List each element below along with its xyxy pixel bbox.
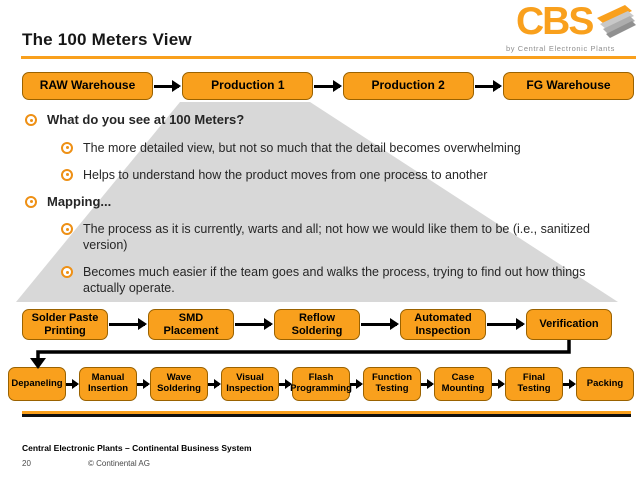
bullet-item: Becomes much easier if the team goes and… <box>61 264 617 296</box>
bullet-icon <box>61 223 73 236</box>
flow-arrow-icon <box>487 318 525 330</box>
process-box: Depaneling <box>8 367 66 401</box>
flow-arrow-icon <box>235 318 273 330</box>
flow-arrow-icon <box>66 379 79 389</box>
bullet-text: What do you see at 100 Meters? <box>47 112 245 127</box>
flow-arrow-icon <box>314 79 343 92</box>
flow-arrow-icon <box>208 379 221 389</box>
flow-arrow-icon <box>154 79 182 92</box>
footer-rule-black <box>22 414 631 417</box>
process-box: RAW Warehouse <box>22 72 153 100</box>
flow-row-top: RAW Warehouse Production 1 Production 2 FG … <box>22 72 634 100</box>
process-box: Function Testing <box>363 367 421 401</box>
bullet-text: The more detailed view, but not so much … <box>83 140 521 155</box>
footer-text: Central Electronic Plants – Continental … <box>22 443 252 453</box>
bullet-icon <box>61 141 73 154</box>
process-box: Verification <box>526 309 612 340</box>
process-box: Wave Soldering <box>150 367 208 401</box>
flow-row-middle: Solder Paste Printing SMD Placement Reflow… <box>22 309 612 340</box>
bullet-text: The process as it is currently, warts an… <box>83 222 590 253</box>
process-box: Manual Insertion <box>79 367 137 401</box>
process-box: Flash Programming <box>290 367 352 401</box>
title-divider <box>21 56 636 59</box>
page-number: 20 <box>22 459 31 468</box>
bullet-item: The more detailed view, but not so much … <box>61 140 617 156</box>
bullet-item: The process as it is currently, warts an… <box>61 221 617 253</box>
bullet-text: Helps to understand how the product move… <box>83 167 488 182</box>
process-box: Production 1 <box>182 72 314 100</box>
flow-arrow-icon <box>109 318 147 330</box>
bullet-list: What do you see at 100 Meters? The more d… <box>25 112 617 307</box>
process-box: Packing <box>576 367 634 401</box>
cbs-logo: CBS <box>516 0 594 43</box>
process-box: SMD Placement <box>148 309 234 340</box>
process-box: Production 2 <box>342 72 474 100</box>
bullet-item: Helps to understand how the product move… <box>61 167 617 183</box>
process-box: Automated Inspection <box>400 309 486 340</box>
bullet-text: Mapping... <box>47 193 112 209</box>
footer-rule-orange <box>22 411 631 414</box>
process-box: Final Testing <box>505 367 563 401</box>
bullet-icon <box>25 114 37 126</box>
bullet-icon <box>61 266 73 279</box>
flow-arrow-icon <box>421 379 434 389</box>
bullet-icon <box>61 168 73 181</box>
flow-row-bottom: Depaneling Manual Insertion Wave Soldering… <box>8 367 634 401</box>
process-box: FG Warehouse <box>502 72 634 100</box>
process-box: Case Mounting <box>434 367 492 401</box>
bullet-item: What do you see at 100 Meters? <box>25 112 617 129</box>
process-box: Visual Inspection <box>221 367 279 401</box>
fan-sheets-icon <box>597 5 636 38</box>
flow-arrow-icon <box>563 379 576 389</box>
flow-arrow-icon <box>474 79 503 92</box>
flow-arrow-icon <box>137 379 150 389</box>
copyright-text: © Continental AG <box>88 459 150 468</box>
bullet-item: Mapping... <box>25 194 617 211</box>
flow-arrow-icon <box>492 379 505 389</box>
flow-arrow-icon <box>350 379 363 389</box>
bullet-text: Becomes much easier if the team goes and… <box>83 265 586 296</box>
process-box: Solder Paste Printing <box>22 309 108 340</box>
logo-tagline: by Central Electronic Plants <box>506 44 615 53</box>
page-title: The 100 Meters View <box>22 30 192 49</box>
process-box: Reflow Soldering <box>274 309 360 340</box>
bullet-icon <box>25 195 37 208</box>
flow-arrow-icon <box>279 379 292 389</box>
flow-arrow-icon <box>361 318 399 330</box>
